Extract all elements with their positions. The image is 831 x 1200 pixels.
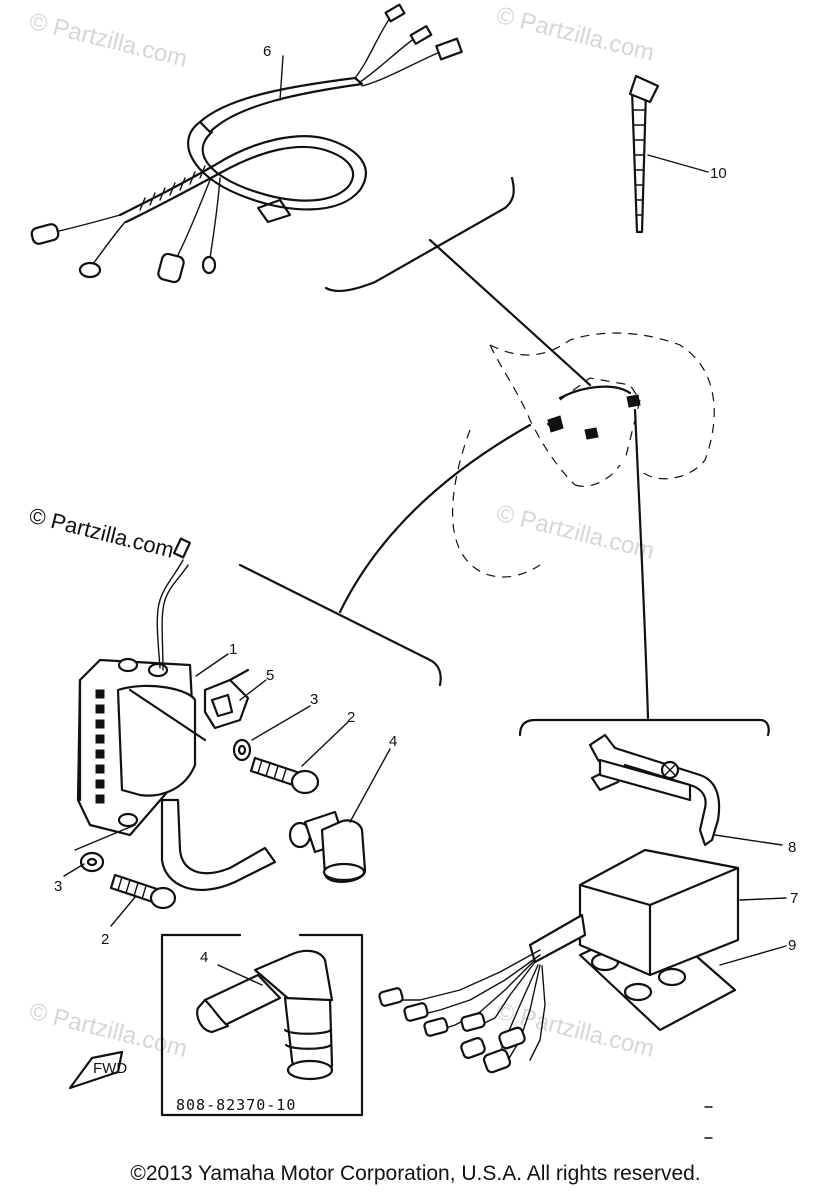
callout-10: 10 xyxy=(710,165,727,182)
bracket-middle xyxy=(238,563,442,687)
callout-2-lower: 2 xyxy=(101,931,109,948)
bracket-top xyxy=(324,176,592,387)
callout-9: 9 xyxy=(788,937,796,954)
copyright-footer: ©2013 Yamaha Motor Corporation, U.S.A. A… xyxy=(130,1162,701,1185)
watermark: © Partzilla.com xyxy=(27,998,190,1063)
inset-part-code: 808-82370-10 xyxy=(176,1096,296,1114)
leader-line-rectifier xyxy=(633,408,650,720)
bolt xyxy=(249,756,320,795)
watermark: © Partzilla.com xyxy=(27,503,177,563)
leader-line-cdi xyxy=(338,423,532,614)
callout-4-inset: 4 xyxy=(200,949,208,966)
callout-5: 5 xyxy=(266,667,274,684)
clamp xyxy=(203,668,250,730)
rectifier-assembly xyxy=(378,733,740,1074)
bracket-right xyxy=(518,718,770,737)
wire-harness xyxy=(30,3,463,284)
spark-plug-cap xyxy=(288,810,367,883)
watermarks: © Partzilla.com © Partzilla.com © Partzi… xyxy=(27,2,657,1063)
bolt xyxy=(109,873,177,910)
callout-8: 8 xyxy=(788,839,796,856)
callout-1: 1 xyxy=(229,641,237,658)
watermark: © Partzilla.com xyxy=(494,2,657,67)
svg-text:FWD: FWD xyxy=(93,1060,127,1077)
callout-3: 3 xyxy=(310,691,318,708)
callout-7: 7 xyxy=(790,890,798,907)
washer-inner xyxy=(237,744,247,756)
ignition-coil-unit xyxy=(74,537,277,891)
watermark: © Partzilla.com xyxy=(494,500,657,565)
callout-3-lower: 3 xyxy=(54,878,62,895)
machine-outline xyxy=(451,332,715,578)
callouts: 6 10 1 5 3 2 4 3 2 4 8 7 9 xyxy=(54,43,798,966)
callout-2: 2 xyxy=(347,709,355,726)
cable-tie xyxy=(628,74,709,234)
inset-box xyxy=(160,933,364,1117)
callout-6: 6 xyxy=(263,43,271,60)
forward-arrow-icon: FWD xyxy=(68,1050,127,1090)
callout-leaders xyxy=(63,55,787,966)
callout-4: 4 xyxy=(389,733,397,750)
watermark: © Partzilla.com xyxy=(27,8,190,73)
washer-inner xyxy=(86,857,98,867)
